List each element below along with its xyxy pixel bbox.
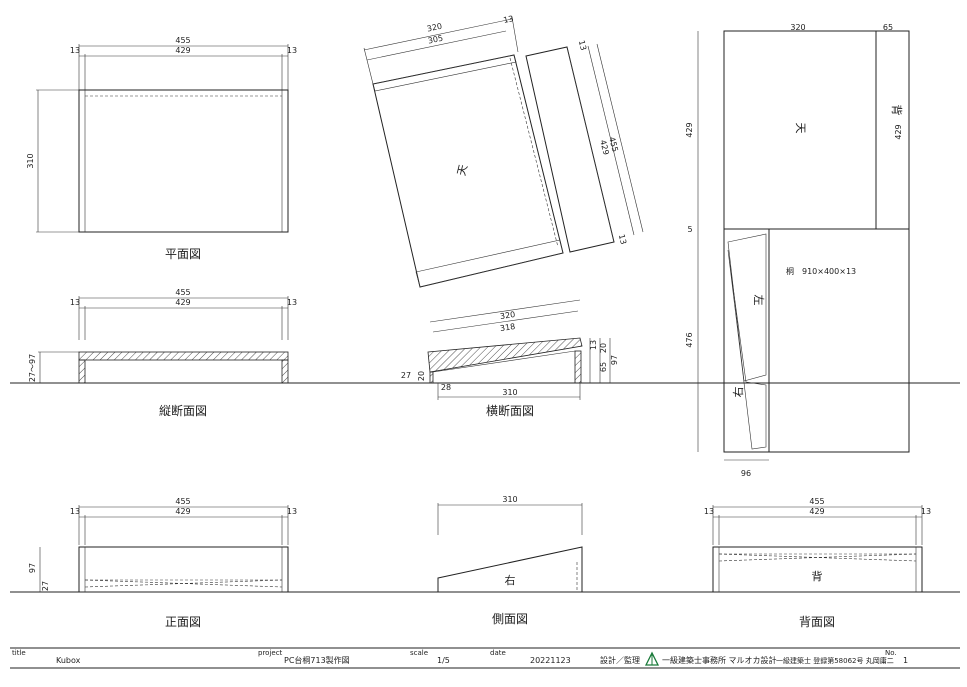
rp-dim-l: 455 <box>607 136 619 153</box>
cs-dim-right-h1: 13 <box>589 340 598 350</box>
tb-architect: 一級建築士 登録第58062号 丸岡庸二 <box>776 656 894 665</box>
rp-dim-w-inner: 305 <box>427 34 444 46</box>
cl-label-back: 背 <box>890 105 904 116</box>
ls-dim-total: 455 <box>175 288 190 297</box>
plan-dim-inner: 429 <box>175 46 190 55</box>
front-dim-edge-left: 13 <box>70 507 80 516</box>
cl-label-right: 右 <box>731 387 745 398</box>
side-title: 側面図 <box>492 612 528 626</box>
cross-section-view: 320 318 310 27 20 28 13 20 65 97 横断面図 <box>401 299 619 418</box>
long-section-view: 455 429 13 13 27～97 縦断面図 <box>10 288 960 418</box>
cl-dim-bottom-w: 96 <box>741 469 751 478</box>
tb-no-label: No. <box>885 649 897 657</box>
front-dim-h2: 27 <box>41 581 50 591</box>
tb-title-label: title <box>12 649 26 657</box>
plan-view: 455 429 13 13 310 平面図 <box>26 36 297 261</box>
back-dim-inner: 429 <box>809 507 824 516</box>
plan-dim-edge-left: 13 <box>70 46 80 55</box>
ls-dim-inner: 429 <box>175 298 190 307</box>
ls-title: 縦断面図 <box>159 403 207 418</box>
cs-dim-left-w: 28 <box>441 383 451 392</box>
cs-title: 横断面図 <box>486 403 534 418</box>
cs-dim-top-inner: 318 <box>499 322 515 333</box>
back-dim-edge-right: 13 <box>921 507 931 516</box>
side-label: 右 <box>505 573 516 587</box>
tb-project-value: PC台桐713製作図 <box>284 655 350 665</box>
tb-role: 設計／監理 <box>600 655 640 665</box>
tb-date-value: 20221123 <box>530 656 571 665</box>
cs-dim-left-h2: 20 <box>417 371 426 381</box>
cl-label-top: 天 <box>794 123 807 134</box>
back-label: 背 <box>812 569 823 583</box>
title-block: title Kubox project PC台桐713製作図 scale 1/5… <box>10 647 960 669</box>
rp-dim-edge: 13 <box>503 14 515 25</box>
cs-dim-right-h3: 65 <box>599 362 608 372</box>
cl-dim-h1: 429 <box>685 122 694 137</box>
front-dim-total: 455 <box>175 497 190 506</box>
ls-dim-height: 27～97 <box>28 354 37 382</box>
tb-project-label: project <box>258 649 283 657</box>
rp-dim-l-edge1: 13 <box>577 39 588 51</box>
side-view: 310 右 側面図 <box>437 495 583 626</box>
rp-dim-l-inner: 429 <box>598 139 610 156</box>
tb-date-label: date <box>490 649 506 657</box>
front-title: 正面図 <box>165 615 201 629</box>
ls-dim-edge-left: 13 <box>70 298 80 307</box>
tb-scale-value: 1/5 <box>437 656 450 665</box>
cl-dim-top-w1: 320 <box>790 23 805 32</box>
cl-dim-h2: 429 <box>894 124 903 139</box>
side-dim-w: 310 <box>502 495 517 504</box>
rp-dim-w: 320 <box>426 22 443 34</box>
cl-dim-top-w2: 65 <box>883 23 893 32</box>
rotated-top-panel: 天 320 305 13 455 429 13 13 <box>363 14 644 288</box>
rp-dim-l-edge2: 13 <box>617 233 628 245</box>
cs-dim-bottom: 310 <box>502 388 517 397</box>
cl-dim-h3: 476 <box>685 332 694 347</box>
cl-dim-gap: 5 <box>687 225 692 234</box>
plan-title: 平面図 <box>165 247 201 261</box>
tb-scale-label: scale <box>410 649 428 657</box>
back-dim-total: 455 <box>809 497 824 506</box>
back-view: 455 429 13 13 背 背面図 <box>704 497 931 629</box>
front-dim-edge-right: 13 <box>287 507 297 516</box>
cl-material: 桐 910×400×13 <box>786 266 856 276</box>
front-dim-inner: 429 <box>175 507 190 516</box>
cl-label-left: 左 <box>752 295 765 306</box>
cs-dim-top: 320 <box>499 310 515 321</box>
cut-layout-view: 320 65 天 背 429 429 5 476 左 右 桐 910×400×1… <box>685 23 910 478</box>
rotated-panel-label: 天 <box>455 163 470 177</box>
plan-dim-total: 455 <box>175 36 190 45</box>
tb-office: 一級建築士事務所 マルオカ設計 <box>662 655 777 665</box>
back-dim-edge-left: 13 <box>704 507 714 516</box>
plan-dim-depth: 310 <box>26 153 35 168</box>
cs-dim-left-h1: 27 <box>401 371 411 380</box>
tb-title-value: Kubox <box>56 656 81 665</box>
tb-no-value: 1 <box>903 656 908 665</box>
ls-dim-edge-right: 13 <box>287 298 297 307</box>
back-title: 背面図 <box>799 615 835 629</box>
cs-dim-right-total: 97 <box>610 355 619 365</box>
plan-dim-edge-right: 13 <box>287 46 297 55</box>
cs-dim-right-h2: 20 <box>599 343 608 353</box>
front-dim-h: 97 <box>28 563 37 573</box>
